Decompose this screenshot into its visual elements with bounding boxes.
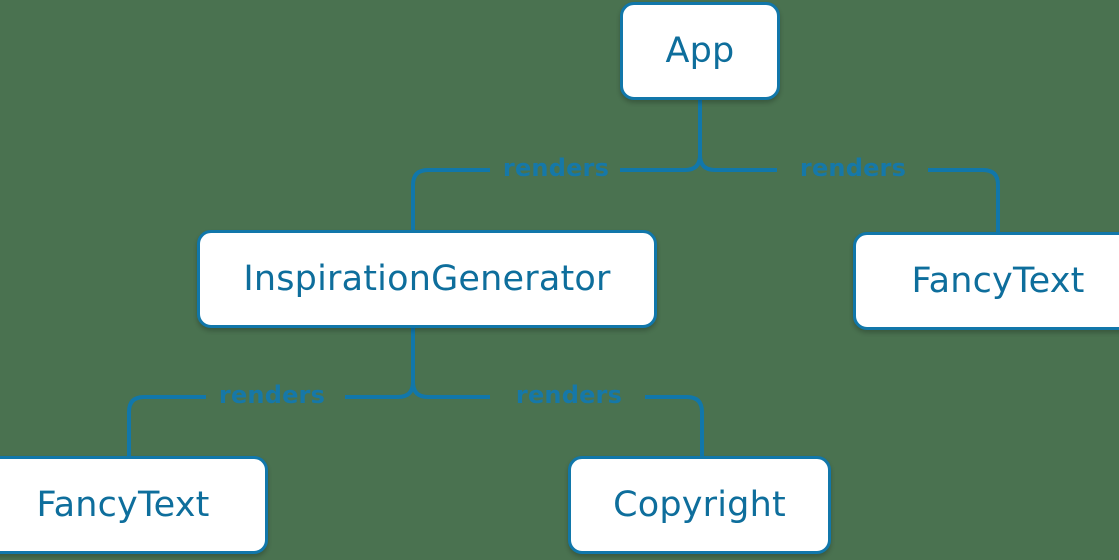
edge-app-stem-right [698, 154, 716, 172]
edge-inspirationgenerator-to-copyright [428, 395, 704, 456]
edge-inspirationgenerator-stem [397, 328, 415, 399]
node-app[interactable]: App [620, 2, 780, 100]
node-app-label: App [665, 31, 735, 71]
edge-app-stem [684, 100, 702, 172]
edge-label-app-to-inspiration-generator: renders [502, 154, 610, 182]
edge-app-to-fancytext-right [715, 168, 1000, 232]
edge-inspirationgenerator-stem-right [411, 381, 429, 399]
node-inspiration-generator[interactable]: InspirationGenerator [197, 230, 657, 328]
node-fancytext-bottom-label: FancyText [36, 485, 210, 525]
node-fancytext-right[interactable]: FancyText [853, 232, 1119, 330]
node-copyright-label: Copyright [613, 485, 786, 525]
node-fancytext-bottom[interactable]: FancyText [0, 456, 268, 554]
edge-inspirationgenerator-to-fancytext-bottom [127, 395, 398, 456]
edge-label-app-to-fancytext-right: renders [799, 154, 907, 182]
edge-app-to-inspirationgenerator [411, 168, 685, 230]
node-fancytext-right-label: FancyText [911, 261, 1085, 301]
edge-label-inspiration-generator-to-fancytext-bottom: renders [218, 381, 326, 409]
edge-label-inspiration-generator-to-copyright: renders [515, 381, 623, 409]
node-inspiration-generator-label: InspirationGenerator [243, 259, 611, 299]
node-copyright[interactable]: Copyright [568, 456, 831, 554]
